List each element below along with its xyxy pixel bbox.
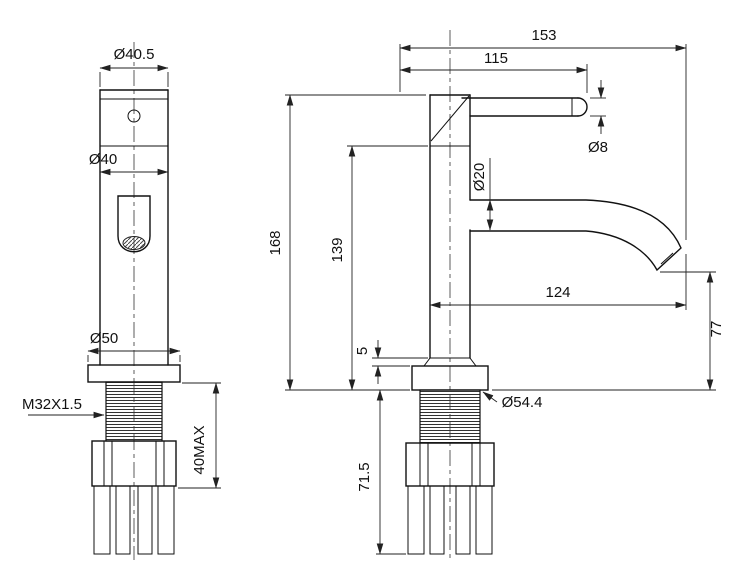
dim-base-diameter-label: Ø50 bbox=[90, 330, 118, 347]
dim-spout-reach-label: 124 bbox=[545, 284, 570, 301]
dim-spout-reach: 124 bbox=[429, 284, 687, 309]
dim-shank-length: 71.5 bbox=[356, 389, 410, 555]
front-view: Ø40.5 Ø40 Ø50 M32X1.5 40MAX bbox=[22, 42, 221, 560]
dim-overall-height-label: 168 bbox=[267, 230, 284, 255]
dim-outlet-height: 77 bbox=[492, 271, 725, 391]
front-index-button bbox=[127, 109, 141, 123]
dim-collar-gap: 5 bbox=[354, 340, 428, 384]
front-spout bbox=[117, 195, 151, 253]
dim-handle-rod-diameter-label: Ø8 bbox=[588, 139, 608, 156]
dim-spout-diameter: Ø20 bbox=[471, 158, 494, 231]
dim-max-deck-thickness: 40MAX bbox=[178, 382, 221, 489]
dim-cap-diameter: Ø40.5 bbox=[99, 46, 169, 87]
dim-spout-top-height: 139 bbox=[329, 145, 428, 391]
dim-flange-diameter-label: Ø54.4 bbox=[502, 394, 543, 411]
dim-cap-diameter-label: Ø40.5 bbox=[114, 46, 155, 63]
spout-outlet-rim bbox=[660, 252, 674, 265]
dim-handle-projection-label: 115 bbox=[484, 50, 508, 67]
dim-handle-projection: 115 bbox=[399, 50, 588, 93]
dim-spout-top-height-label: 139 bbox=[329, 237, 346, 262]
dim-body-diameter-label: Ø40 bbox=[89, 151, 117, 168]
dim-spout-diameter-label: Ø20 bbox=[471, 163, 488, 191]
side-spout bbox=[469, 199, 682, 272]
side-body bbox=[423, 94, 477, 367]
side-mounting-prongs bbox=[407, 485, 493, 555]
dim-shank-length-label: 71.5 bbox=[356, 462, 373, 491]
side-handle-lever bbox=[461, 97, 588, 117]
dim-base-diameter: Ø50 bbox=[87, 330, 181, 362]
front-mounting-prongs bbox=[93, 485, 175, 555]
side-mounting-nut bbox=[405, 442, 495, 487]
dim-overall-projection-label: 153 bbox=[531, 27, 556, 44]
dim-collar-gap-label: 5 bbox=[354, 347, 371, 355]
side-thread-shank bbox=[419, 389, 481, 444]
dim-handle-rod-diameter: Ø8 bbox=[588, 80, 608, 156]
front-thread-shank bbox=[105, 381, 163, 442]
side-view: 153 115 Ø8 Ø20 168 139 bbox=[267, 27, 725, 560]
front-mounting-nut bbox=[91, 440, 177, 487]
front-body bbox=[99, 89, 169, 366]
dim-thread-spec: M32X1.5 bbox=[22, 396, 105, 419]
dim-overall-projection: 153 bbox=[399, 27, 687, 310]
dim-body-diameter: Ø40 bbox=[89, 151, 169, 176]
dim-flange-diameter: Ø54.4 bbox=[482, 391, 543, 411]
dim-outlet-height-label: 77 bbox=[708, 321, 725, 338]
dim-thread-spec-label: M32X1.5 bbox=[22, 396, 82, 413]
dim-overall-height: 168 bbox=[267, 94, 426, 391]
handle-cone-seam bbox=[430, 95, 470, 142]
front-aerator bbox=[122, 236, 146, 250]
dim-max-deck-thickness-label: 40MAX bbox=[191, 425, 208, 474]
